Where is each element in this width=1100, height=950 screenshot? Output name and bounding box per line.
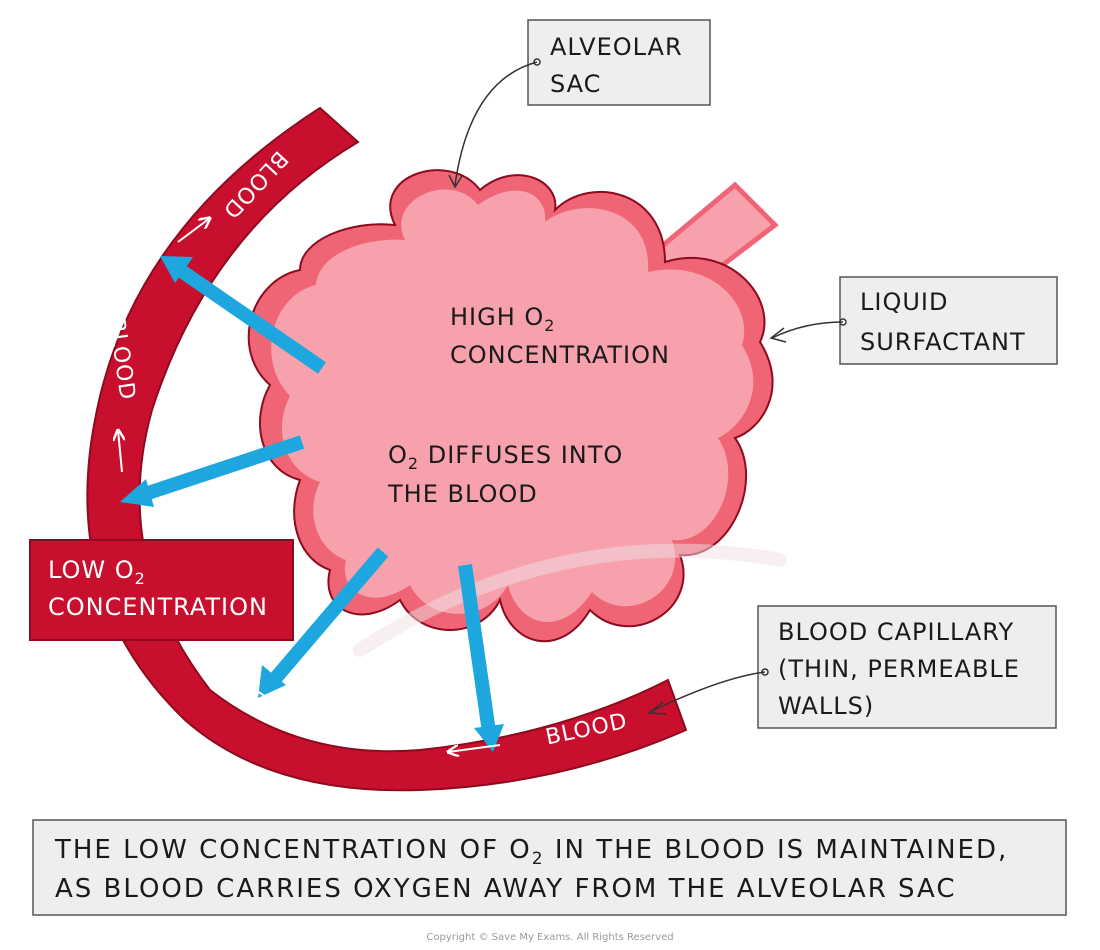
surfactant-pointer-line <box>771 321 844 339</box>
diffusion-arrow-4 <box>458 564 504 752</box>
high-concentration-label: CONCENTRATION <box>450 341 670 369</box>
flow-arrow-bottom-left <box>232 668 301 713</box>
capillary-label-line3: WALLS) <box>778 692 874 720</box>
diffuses-rest-text: DIFFUSES INTO <box>419 441 623 469</box>
surfactant-label-line1: LIQUID <box>860 288 948 316</box>
capillary-pointer-head <box>646 701 667 715</box>
blood-flow-arrows <box>118 218 501 752</box>
surfactant-label-line2: SURFACTANT <box>860 328 1026 356</box>
flow-arrow-top <box>177 218 210 243</box>
alveolar-sac-body <box>271 189 754 623</box>
caption-line1-post: IN THE BLOOD IS MAINTAINED, <box>545 835 1009 865</box>
alveolar-sac-pointer-head <box>448 174 463 189</box>
low-o2-label: LOW O2 <box>48 556 146 588</box>
blood-capillary-vessel <box>86 106 688 792</box>
low-concentration-label: CONCENTRATION <box>48 593 268 621</box>
diffuses-o-text: O <box>388 441 408 469</box>
diffusion-arrow-3 <box>258 547 389 698</box>
into-blood-label: THE BLOOD <box>387 480 538 508</box>
surfactant-pointer-head <box>769 327 787 343</box>
capillary-label-line1: BLOOD CAPILLARY <box>778 618 1014 646</box>
diffuses-subscript: 2 <box>408 454 419 473</box>
caption-line2: AS BLOOD CARRIES OXYGEN AWAY FROM THE AL… <box>55 874 957 904</box>
capillary-label-line2: (THIN, PERMEABLE <box>778 655 1020 683</box>
alveolar-sac-label-line2: SAC <box>550 70 601 98</box>
diffusion-arrows <box>120 256 504 752</box>
high-o2-label: HIGH O2 <box>450 303 555 335</box>
caption-line1: THE LOW CONCENTRATION OF O2 IN THE BLOOD… <box>54 835 1008 869</box>
low-o2-box <box>29 539 294 641</box>
alveolar-sac-pointer-line <box>454 61 538 186</box>
low-o2-subscript: 2 <box>135 569 146 588</box>
alveolar-sac-label-line1: ALVEOLAR <box>550 33 683 61</box>
capillary-pointer-line <box>649 671 766 713</box>
caption-line1-pre: THE LOW CONCENTRATION OF O <box>54 835 532 865</box>
caption-subscript: 2 <box>532 849 545 869</box>
caption-box <box>32 819 1067 916</box>
capillary-callout-box <box>757 605 1057 729</box>
diffusion-arrow-2 <box>120 435 305 507</box>
copyright-text: Copyright © Save My Exams. All Rights Re… <box>426 932 673 943</box>
high-o2-subscript: 2 <box>544 316 555 335</box>
watermark-sweep <box>353 543 787 657</box>
flow-arrow-bottom <box>448 744 501 752</box>
surfactant-callout-box <box>839 276 1058 365</box>
flow-arrow-left <box>118 430 122 473</box>
high-o2-text: HIGH O <box>450 303 544 331</box>
alveolar-sac-callout-box <box>527 19 711 106</box>
low-o2-text: LOW O <box>48 556 135 584</box>
diffusion-arrow-1 <box>160 256 326 374</box>
diffuses-label: O2 DIFFUSES INTO <box>388 441 623 473</box>
